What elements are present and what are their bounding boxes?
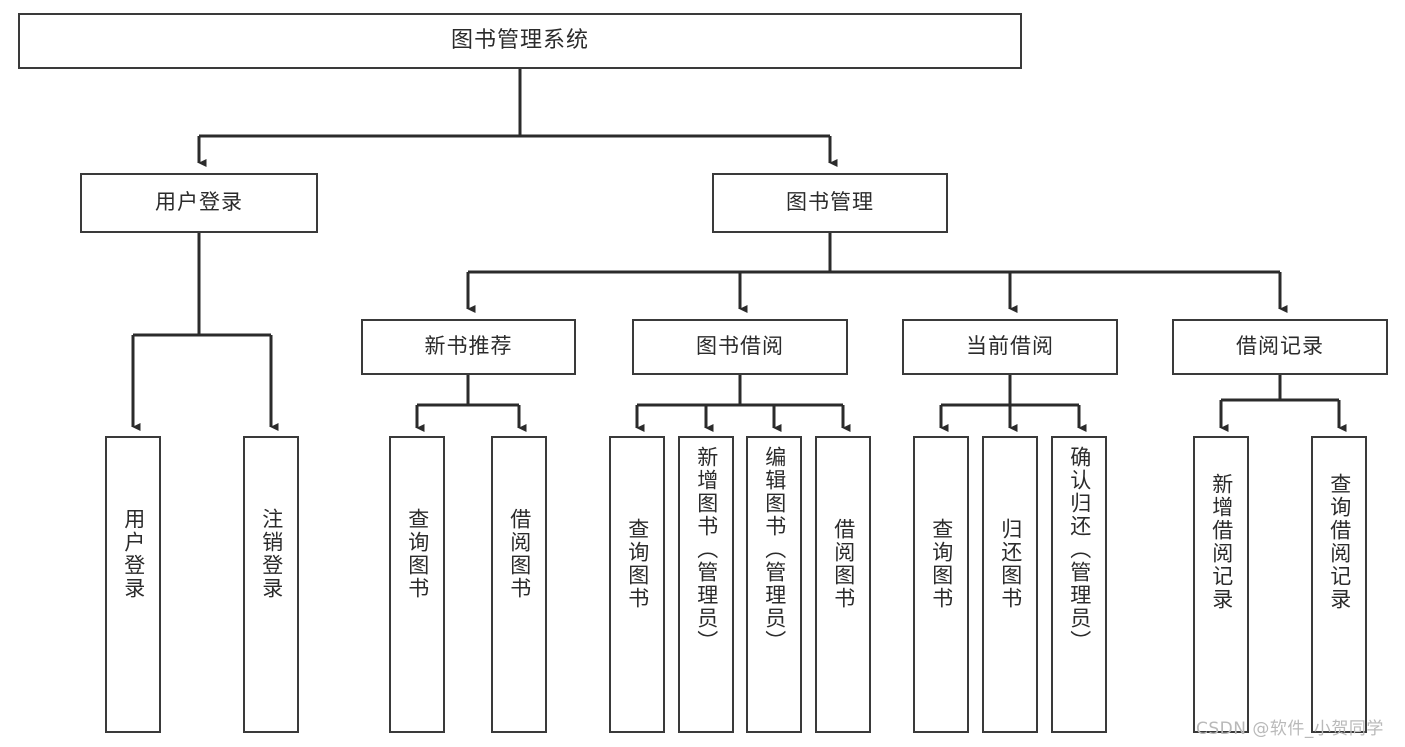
node-user-login[interactable]: 用户登录 <box>80 173 318 233</box>
node-label: 借阅记录 <box>1236 334 1324 359</box>
leaf-label: 查询借阅记录 <box>1327 473 1352 611</box>
leaf-label: 查询图书 <box>405 508 430 600</box>
leaf-add-borrow-record[interactable]: 新增借阅记录 <box>1193 436 1249 733</box>
leaf-label: 新增图书（管理员） <box>694 446 719 653</box>
leaf-label: 编辑图书（管理员） <box>762 446 787 653</box>
node-label: 当前借阅 <box>966 334 1054 359</box>
node-borrow-record[interactable]: 借阅记录 <box>1172 319 1388 375</box>
leaf-logout-login[interactable]: 注销登录 <box>243 436 299 733</box>
leaf-query-book-borrow[interactable]: 查询图书 <box>609 436 665 733</box>
node-book-borrow[interactable]: 图书借阅 <box>632 319 848 375</box>
leaf-user-login[interactable]: 用户登录 <box>105 436 161 733</box>
leaf-label: 借阅图书 <box>507 508 532 600</box>
leaf-query-book-current[interactable]: 查询图书 <box>913 436 969 733</box>
leaf-label: 借阅图书 <box>831 518 856 610</box>
leaf-query-borrow-record[interactable]: 查询借阅记录 <box>1311 436 1367 733</box>
leaf-query-book-recommend[interactable]: 查询图书 <box>389 436 445 733</box>
node-label: 图书管理系统 <box>450 27 589 53</box>
leaf-confirm-return[interactable]: 确认归还（管理员） <box>1051 436 1107 733</box>
leaf-label: 用户登录 <box>121 508 146 600</box>
node-label: 新书推荐 <box>424 334 513 359</box>
leaf-edit-book[interactable]: 编辑图书（管理员） <box>746 436 802 733</box>
node-new-book-recommend[interactable]: 新书推荐 <box>361 319 576 375</box>
leaf-label: 查询图书 <box>625 518 650 610</box>
leaf-label: 新增借阅记录 <box>1209 473 1234 611</box>
leaf-label: 归还图书 <box>998 518 1023 610</box>
node-label: 图书借阅 <box>696 334 784 359</box>
node-root-system[interactable]: 图书管理系统 <box>18 13 1022 69</box>
leaf-label: 确认归还（管理员） <box>1067 446 1092 653</box>
node-label: 图书管理 <box>786 190 874 215</box>
leaf-label: 查询图书 <box>929 518 954 610</box>
leaf-label: 注销登录 <box>259 508 284 600</box>
node-current-borrow[interactable]: 当前借阅 <box>902 319 1118 375</box>
node-book-manage[interactable]: 图书管理 <box>712 173 948 233</box>
leaf-return-book[interactable]: 归还图书 <box>982 436 1038 733</box>
leaf-borrow-book-borrow[interactable]: 借阅图书 <box>815 436 871 733</box>
leaf-borrow-book-recommend[interactable]: 借阅图书 <box>491 436 547 733</box>
node-label: 用户登录 <box>155 190 243 215</box>
leaf-add-book[interactable]: 新增图书（管理员） <box>678 436 734 733</box>
csdn-watermark: CSDN @软件_小贺同学 <box>1196 719 1384 739</box>
